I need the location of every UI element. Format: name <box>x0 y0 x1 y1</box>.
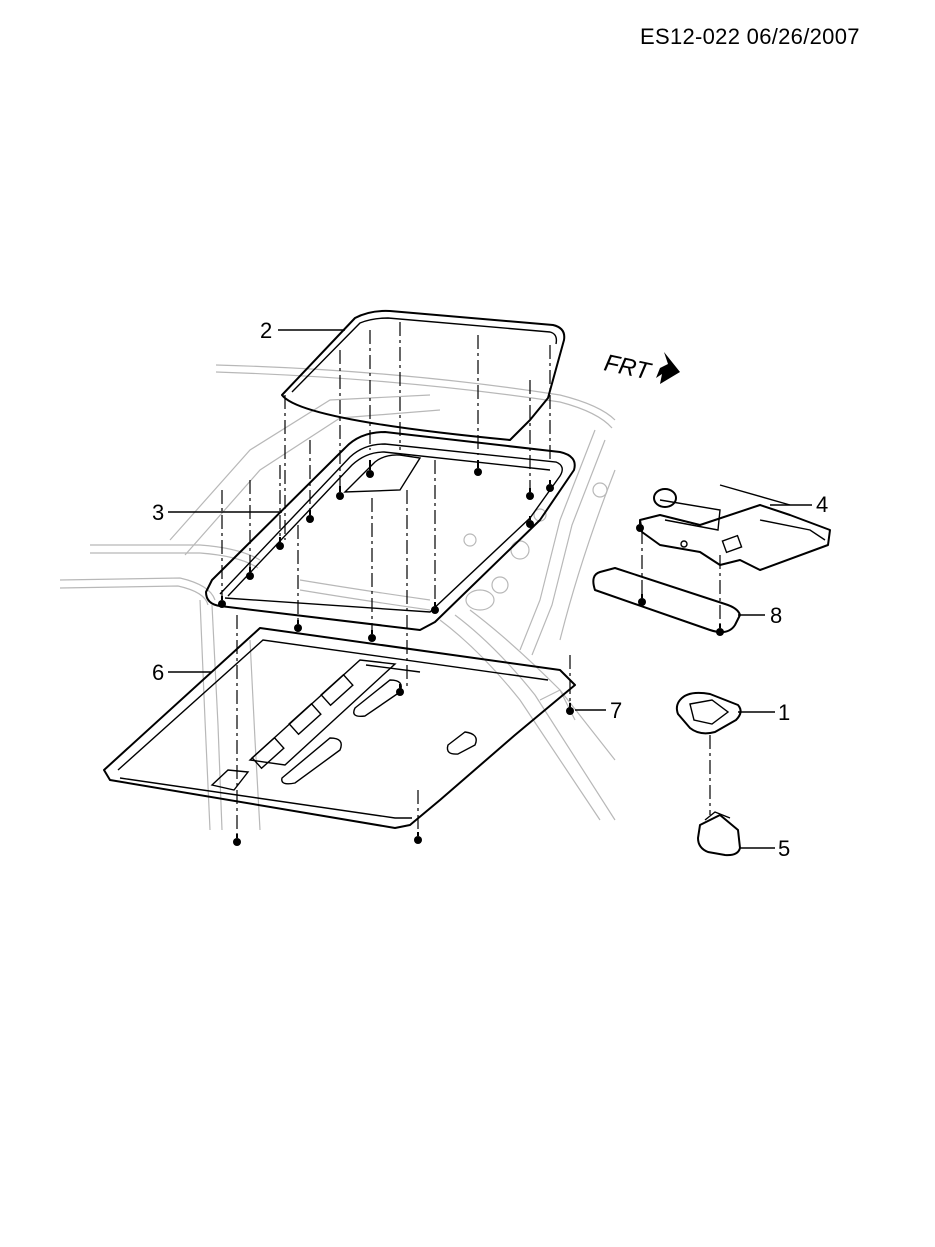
frt-label: FRT <box>602 349 655 386</box>
screw <box>716 624 724 636</box>
screw <box>233 834 241 846</box>
callout-2: 2 <box>260 318 272 343</box>
callout-8: 8 <box>770 603 782 628</box>
screw <box>246 567 254 580</box>
callout-7: 7 <box>610 698 622 723</box>
screw <box>368 630 376 642</box>
document-id: ES12-022 06/26/2007 <box>640 24 860 49</box>
screw <box>474 460 482 476</box>
screw <box>414 832 422 844</box>
vehicle-body-outline <box>59 364 616 831</box>
alignment-lines <box>221 322 721 840</box>
arrow-right-icon <box>656 352 680 384</box>
callout-3: 3 <box>152 500 164 525</box>
screw <box>638 594 646 606</box>
screw <box>431 602 439 614</box>
leader-lines <box>168 329 812 849</box>
part-2-glass-panel <box>281 309 566 441</box>
part-1-bezel <box>675 691 742 735</box>
screw <box>306 510 314 523</box>
part-5-switch <box>697 811 741 857</box>
fasteners <box>218 460 724 846</box>
callout-4: 4 <box>816 492 828 517</box>
callout-6: 6 <box>152 660 164 685</box>
screw <box>526 488 534 500</box>
callout-1: 1 <box>778 700 790 725</box>
callout-labels: 2 3 6 7 4 8 1 5 <box>152 318 828 861</box>
screw <box>566 703 574 715</box>
callout-5: 5 <box>778 836 790 861</box>
frt-orientation: FRT <box>602 349 680 386</box>
part-3-frame <box>205 431 576 631</box>
part-6-sunshade-panel <box>103 627 576 829</box>
screw <box>294 620 302 632</box>
screw <box>546 480 554 492</box>
screw <box>276 537 284 550</box>
screw <box>526 516 534 528</box>
screw <box>396 684 404 696</box>
screw <box>336 486 344 500</box>
screw <box>636 520 644 532</box>
screw <box>218 596 226 608</box>
part-4-motor <box>639 484 831 571</box>
part-8-bracket <box>592 567 741 634</box>
screw <box>366 460 374 478</box>
